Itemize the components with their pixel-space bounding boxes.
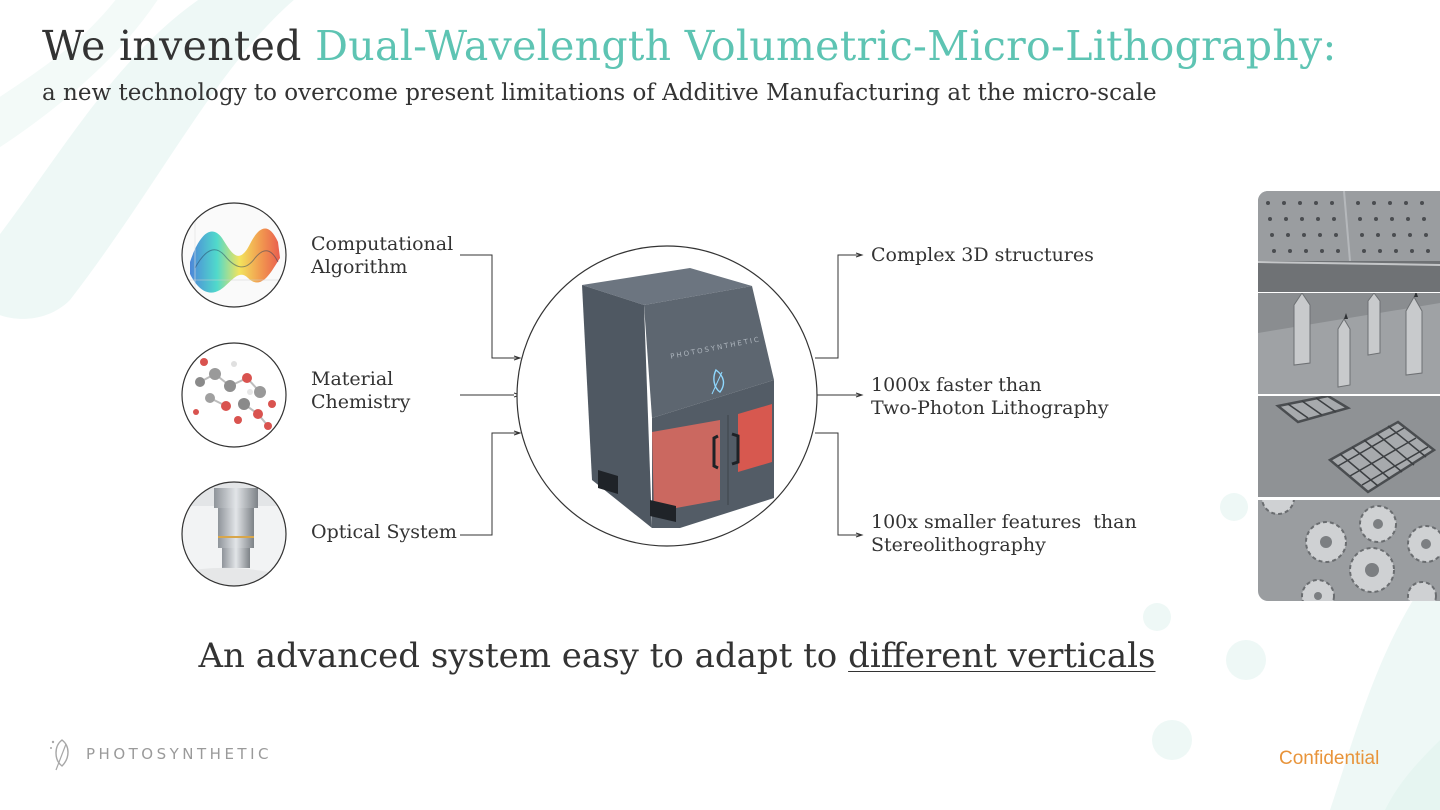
confidential-label: Confidential xyxy=(1279,748,1380,769)
output-label-line1: Complex 3D structures xyxy=(871,244,1094,266)
footer-logo: PHOTOSYNTHETIC xyxy=(48,736,272,772)
input-label-line1: Computational xyxy=(311,233,454,255)
input-label-line2: Chemistry xyxy=(311,391,411,413)
leaf-logo-icon xyxy=(50,739,69,771)
output-label-line1: 100x smaller features than xyxy=(871,511,1137,533)
title-prefix: We invented xyxy=(42,22,316,70)
tagline-underlined: different verticals xyxy=(848,636,1156,676)
title-highlight: Dual-Wavelength Volumetric-Micro-Lithogr… xyxy=(315,22,1323,70)
sem-image-micro-gears xyxy=(1258,500,1440,601)
input-label-optical: Optical System xyxy=(311,521,457,544)
input-label-algorithm: Computational Algorithm xyxy=(311,233,453,279)
page-subtitle: a new technology to overcome present lim… xyxy=(42,80,1157,106)
sem-image-hole-array xyxy=(1258,191,1440,292)
output-label-complex: Complex 3D structures xyxy=(871,244,1094,267)
page-title: We invented Dual-Wavelength Volumetric-M… xyxy=(42,22,1337,70)
microscope-objective-image xyxy=(181,481,287,587)
tagline: An advanced system easy to adapt to diff… xyxy=(0,636,1354,676)
sem-image-micro-needles xyxy=(1258,293,1440,394)
logo-text: PHOTOSYNTHETIC xyxy=(86,745,272,763)
input-label-line1: Optical System xyxy=(311,521,457,543)
output-connectors xyxy=(815,252,864,538)
output-label-faster: 1000x faster than Two-Photon Lithography xyxy=(871,374,1109,420)
sem-image-lattice-grids xyxy=(1258,396,1440,497)
input-label-line2: Algorithm xyxy=(311,256,408,278)
tagline-prefix: An advanced system easy to adapt to xyxy=(198,636,849,676)
input-connectors xyxy=(460,254,522,536)
output-label-line2: Stereolithography xyxy=(871,534,1046,556)
title-suffix: : xyxy=(1322,22,1337,70)
input-label-line1: Material xyxy=(311,368,394,390)
molecule-model-image xyxy=(181,342,287,448)
output-label-smaller: 100x smaller features than Stereolithogr… xyxy=(871,511,1137,557)
wave-surface-plot-image xyxy=(181,202,287,308)
input-label-chemistry: Material Chemistry xyxy=(311,368,410,414)
output-label-line1: 1000x faster than xyxy=(871,374,1042,396)
lithography-device: PHOTOSYNTHETIC xyxy=(516,245,818,547)
output-label-line2: Two-Photon Lithography xyxy=(871,397,1109,419)
